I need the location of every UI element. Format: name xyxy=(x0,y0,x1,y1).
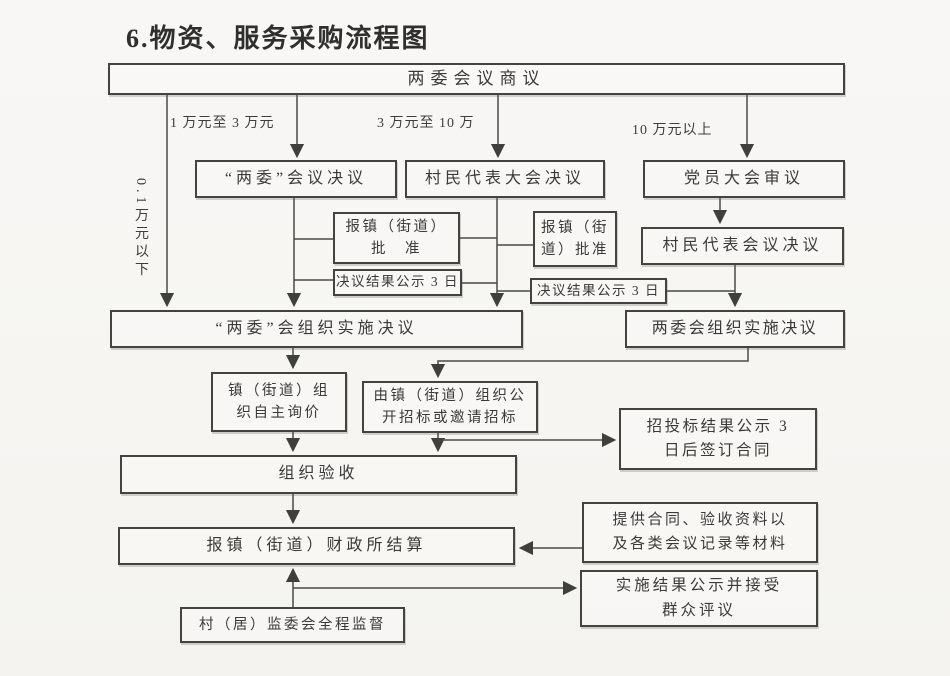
page-title: 6.物资、服务采购流程图 xyxy=(126,24,430,53)
node-lwh-implement: 两委会组织实施决议 xyxy=(625,310,845,348)
node-acceptance: 组织验收 xyxy=(120,455,517,494)
node-discuss: 两委会议商议 xyxy=(108,63,845,95)
node-result-publicity: 实施结果公示并接受 群众评议 xyxy=(580,570,818,627)
node-report-approve-2: 报镇（街 道）批准 xyxy=(533,211,617,267)
node-inquiry: 镇（街道）组 织自主询价 xyxy=(211,372,347,432)
connector-implement-right-to-bidding xyxy=(430,348,749,379)
node-settlement: 报镇（街道）财政所结算 xyxy=(118,527,515,565)
edge-label-amount-3-10: 3 万元至 10 万 xyxy=(377,116,475,131)
node-publicity-2: 决议结果公示 3 日 xyxy=(530,278,667,304)
node-party-congress: 党员大会审议 xyxy=(643,160,845,198)
node-bid-result: 招投标结果公示 3 日后签订合同 xyxy=(619,408,817,470)
node-villager-meeting: 村民代表会议决议 xyxy=(641,227,844,265)
edge-label-amount-1-3: 1 万元至 3 万元 xyxy=(170,116,275,131)
node-lw-implement: “两委”会组织实施决议 xyxy=(110,310,523,348)
node-bidding: 由镇（街道）组织公 开招标或邀请招标 xyxy=(362,381,538,433)
node-report-approve-1: 报镇（街道） 批 准 xyxy=(333,212,460,264)
node-lw-decision: “两委”会议决议 xyxy=(195,160,397,198)
node-materials: 提供合同、验收资料以 及各类会议记录等材料 xyxy=(582,502,818,563)
node-publicity-1: 决议结果公示 3 日 xyxy=(333,269,462,296)
node-supervision: 村（居）监委会全程监督 xyxy=(180,607,405,643)
edge-label-amount-10plus: 10 万元以上 xyxy=(632,123,713,138)
node-villager-congress: 村民代表大会决议 xyxy=(405,160,605,198)
edge-label-amount-small: 0.1万元以下 xyxy=(133,178,148,280)
